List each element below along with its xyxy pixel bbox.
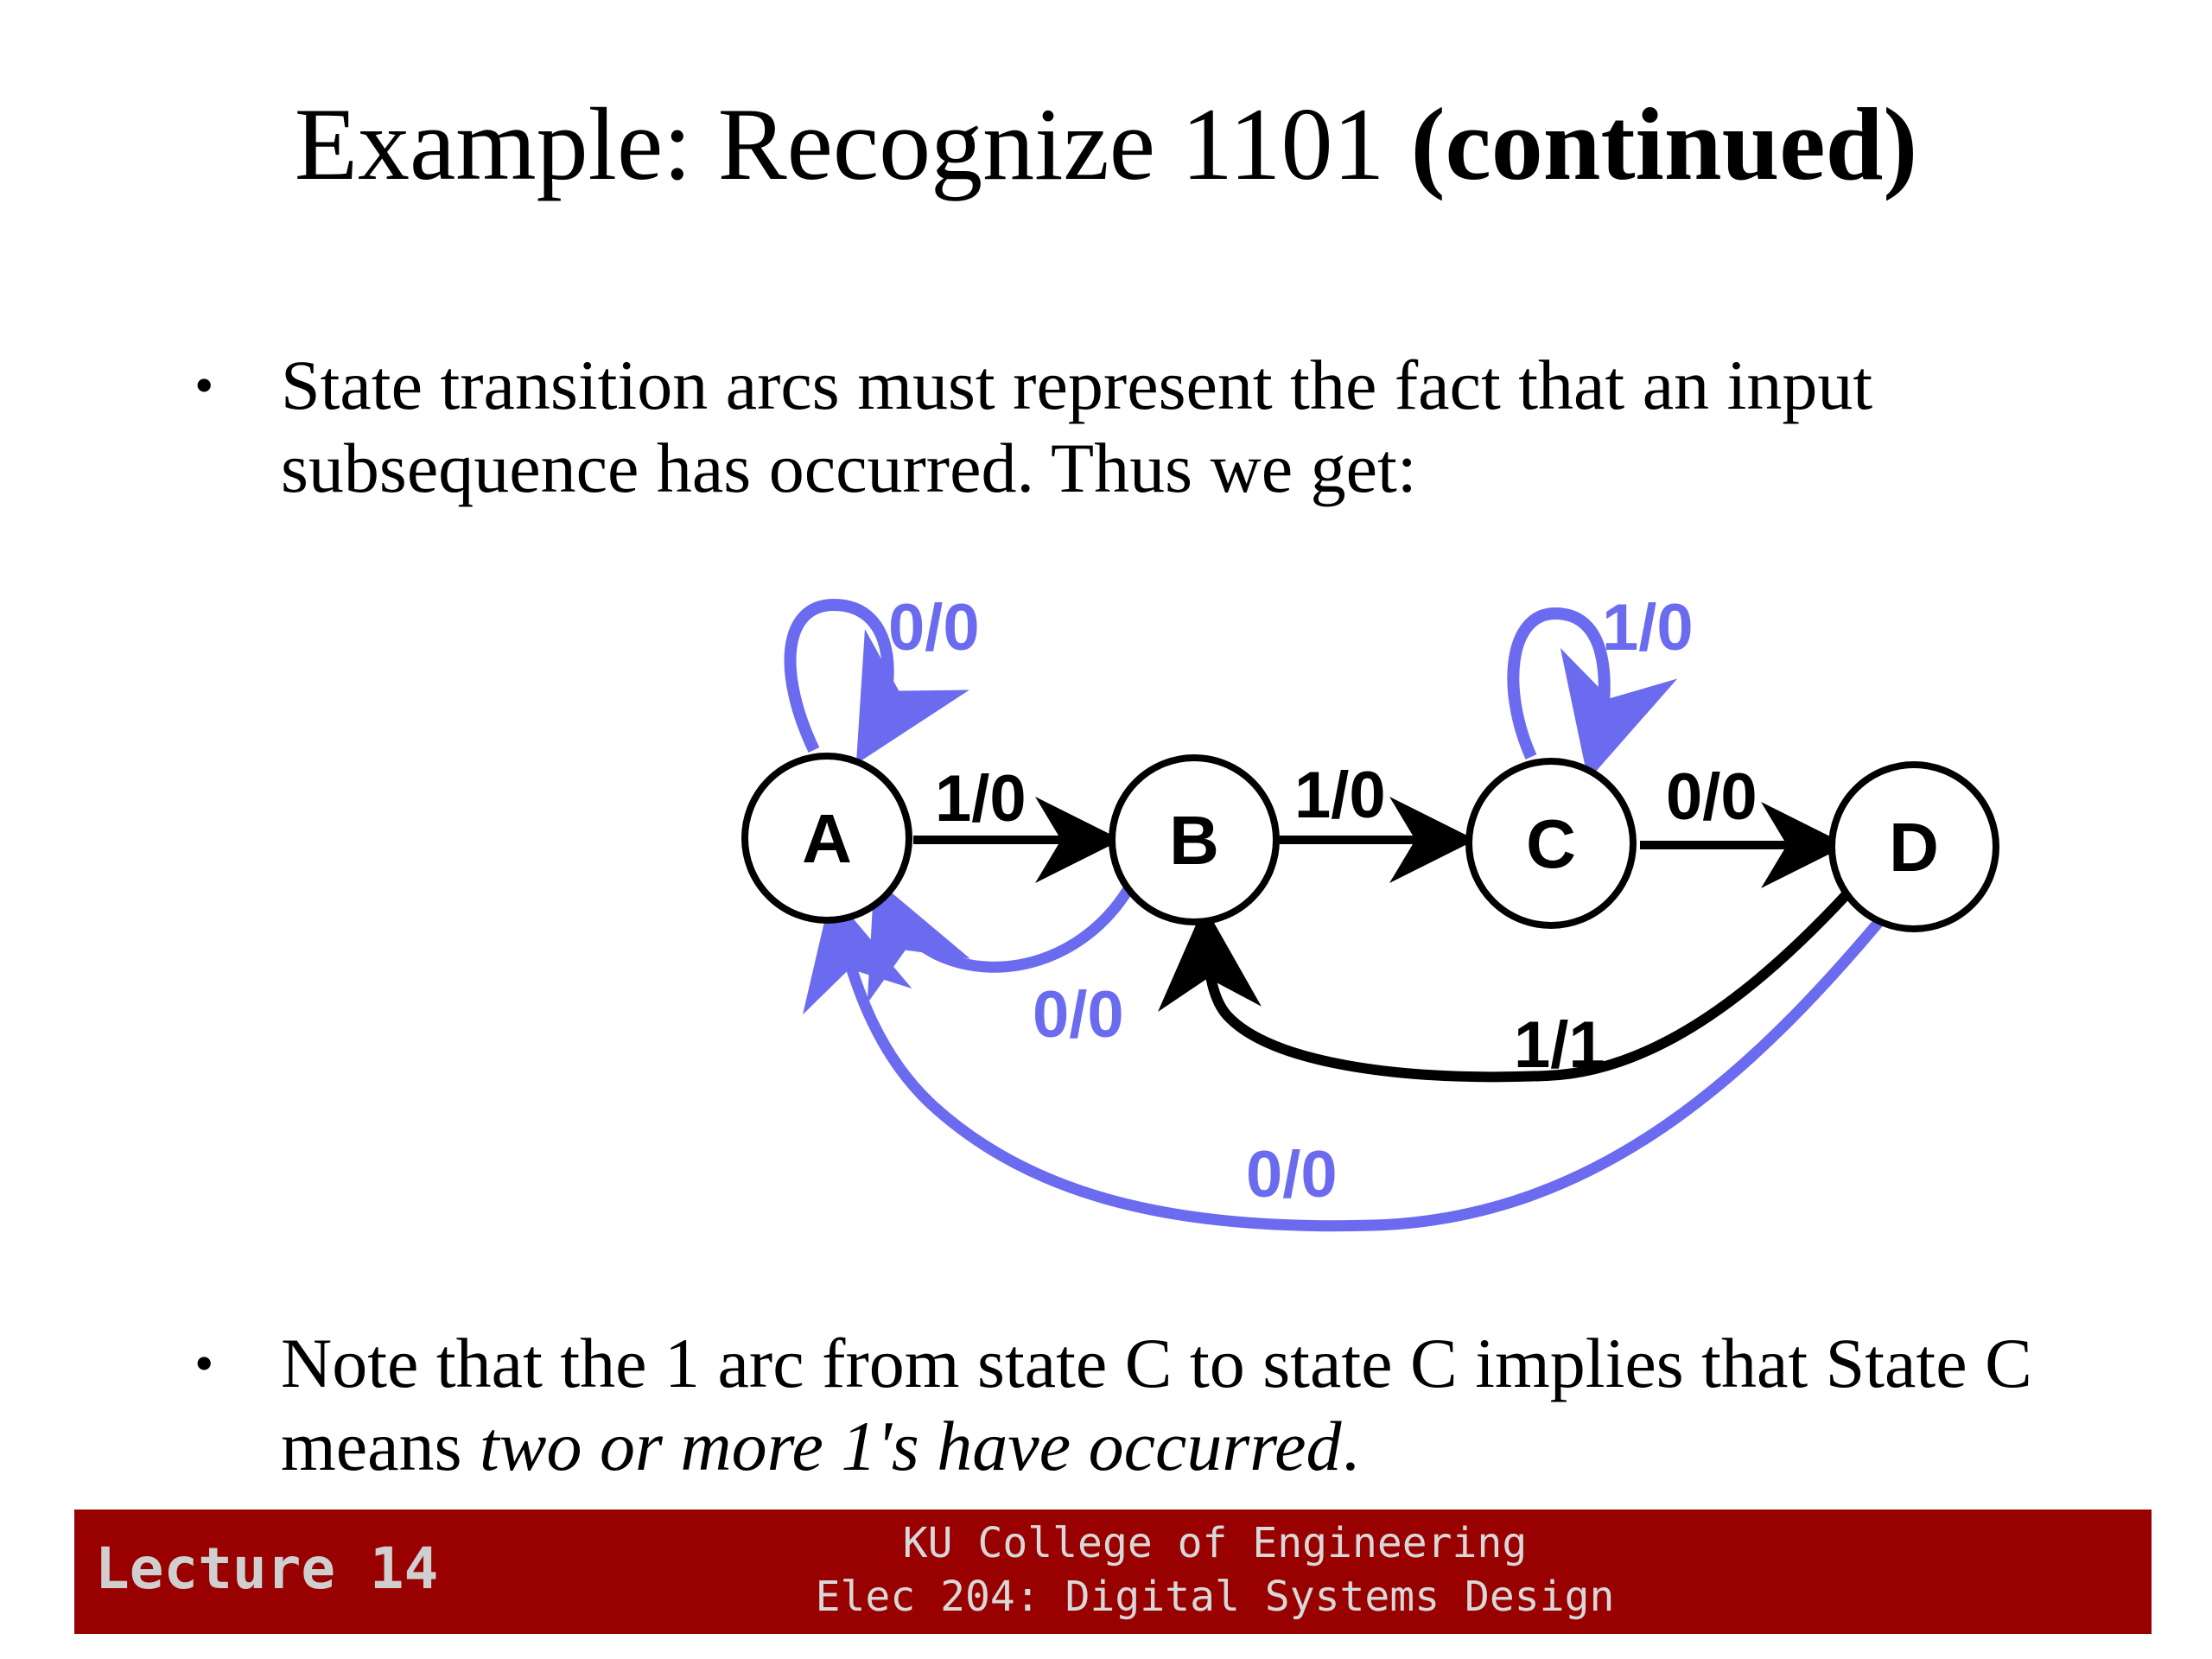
- state-d: D: [1828, 761, 1999, 932]
- footer-college: KU College of Engineering: [902, 1519, 1528, 1567]
- slide-title: Example: Recognize 1101 (continued): [0, 79, 2212, 209]
- arc-d-to-b: [1158, 887, 1853, 1083]
- state-d-label: D: [1889, 809, 1939, 886]
- slide-title-bold: (continued): [1410, 86, 1918, 201]
- slide-title-main: Example: Recognize 1101: [294, 86, 1411, 201]
- bullet-state-transition-arcs: • State transition arcs must represent t…: [194, 344, 2182, 510]
- footer-course-info: KU College of Engineering Elec 204: Digi…: [610, 1516, 1820, 1624]
- arc-c-to-c: [1507, 607, 1678, 781]
- state-a: A: [741, 753, 912, 924]
- bullet-text: Note that the 1 arc from state C to stat…: [281, 1322, 2182, 1488]
- label-d-to-b: 1/1: [1514, 1008, 1605, 1082]
- arc-d-to-a: [802, 892, 1890, 1232]
- label-a-to-b: 1/0: [935, 762, 1027, 836]
- state-b-label: B: [1169, 802, 1219, 879]
- footer-course: Elec 204: Digital Systems Design: [815, 1573, 1615, 1621]
- footer-bar: Lecture 14 KU College of Engineering Ele…: [74, 1510, 2152, 1634]
- state-c-label: C: [1526, 805, 1576, 882]
- state-c: C: [1465, 758, 1637, 929]
- label-c-to-d: 0/0: [1666, 760, 1758, 834]
- state-b: B: [1109, 754, 1280, 925]
- label-c-to-c: 1/0: [1602, 591, 1694, 664]
- bullet-text-italic: two or more 1's have occurred: [479, 1407, 1342, 1485]
- bullet-text-before: Note that the 1 arc from state C to stat…: [281, 1324, 2032, 1485]
- label-b-to-c: 1/0: [1294, 759, 1386, 832]
- bullet-dot: •: [194, 354, 214, 416]
- label-a-to-a: 0/0: [888, 591, 980, 664]
- state-a-label: A: [802, 800, 852, 877]
- bullet-dot: •: [194, 1332, 214, 1394]
- label-b-to-a: 0/0: [1033, 978, 1124, 1052]
- footer-lecture: Lecture 14: [95, 1535, 439, 1602]
- label-d-to-a: 0/0: [1246, 1138, 1338, 1211]
- bullet-text: State transition arcs must represent the…: [281, 346, 1873, 507]
- bullet-text-after: .: [1341, 1407, 1360, 1485]
- bullet-note-c-arc: • Note that the 1 arc from state C to st…: [194, 1322, 2182, 1488]
- arc-a-to-a: [784, 598, 969, 765]
- arc-b-to-a: [867, 878, 1137, 1004]
